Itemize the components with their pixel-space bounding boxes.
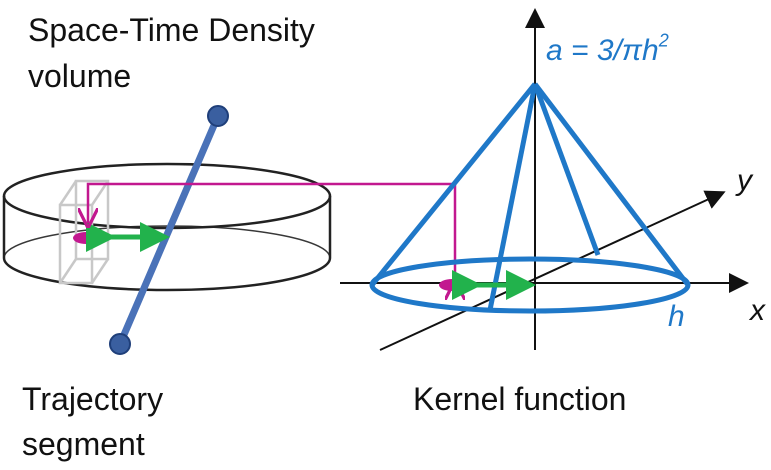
kernel-lookup-arrow bbox=[88, 182, 455, 285]
volume-label-line1: Space-Time Density bbox=[28, 12, 315, 48]
trajectory-end-point bbox=[109, 333, 131, 355]
voxel-point bbox=[73, 232, 99, 244]
trajectory-segment bbox=[109, 105, 229, 355]
kernel-label: Kernel function bbox=[413, 381, 627, 417]
radius-label: h bbox=[668, 300, 685, 333]
x-axis-label: x bbox=[750, 294, 765, 327]
apex-formula-base: a = 3/πh bbox=[546, 34, 659, 67]
trajectory-label-line2: segment bbox=[22, 426, 145, 462]
kernel-sample-point bbox=[439, 279, 465, 291]
apex-formula-exponent: 2 bbox=[658, 30, 669, 51]
trajectory-label-line1: Trajectory bbox=[22, 381, 164, 417]
kernel-cone bbox=[369, 82, 691, 314]
y-axis bbox=[379, 190, 726, 351]
trajectory-start-point bbox=[207, 105, 229, 127]
y-axis-label: y bbox=[737, 164, 752, 197]
volume-label-line2: volume bbox=[28, 58, 132, 94]
apex-formula: a = 3/πh2 bbox=[546, 32, 669, 67]
